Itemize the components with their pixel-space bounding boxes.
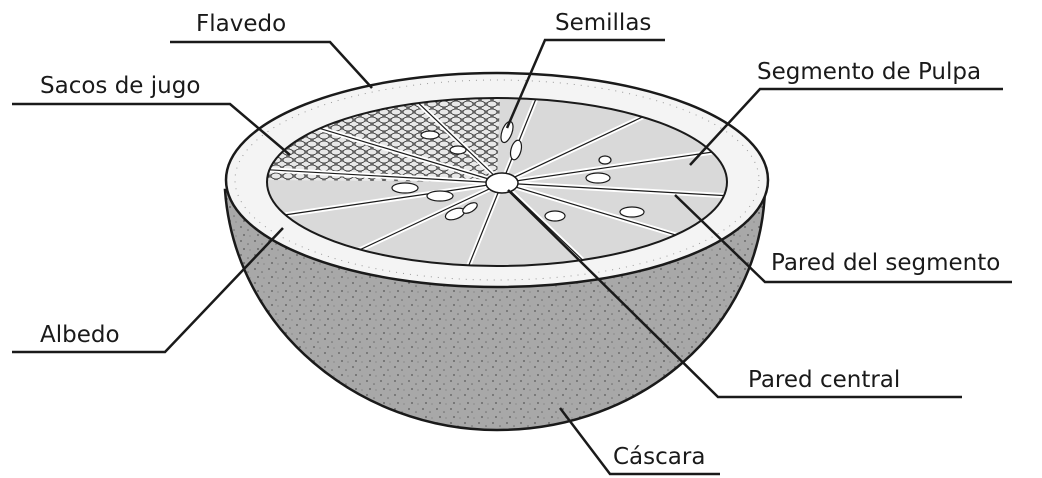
label-pared-del-segmento: Pared del segmento <box>771 252 1000 275</box>
seed <box>599 156 611 164</box>
label-flavedo: Flavedo <box>196 13 286 36</box>
seed <box>392 183 418 193</box>
label-pared-central: Pared central <box>748 369 900 392</box>
seed <box>620 207 644 217</box>
label-segmento-de-pulpa: Segmento de Pulpa <box>757 61 981 84</box>
seed <box>450 146 466 154</box>
central-core <box>486 173 518 193</box>
label-semillas: Semillas <box>555 12 651 35</box>
seed <box>545 211 565 221</box>
seed <box>427 191 453 201</box>
label-cascara: Cáscara <box>613 446 705 469</box>
seed <box>586 173 610 183</box>
seed <box>421 131 439 139</box>
label-sacos-de-jugo: Sacos de jugo <box>40 75 200 98</box>
label-albedo: Albedo <box>40 324 120 347</box>
